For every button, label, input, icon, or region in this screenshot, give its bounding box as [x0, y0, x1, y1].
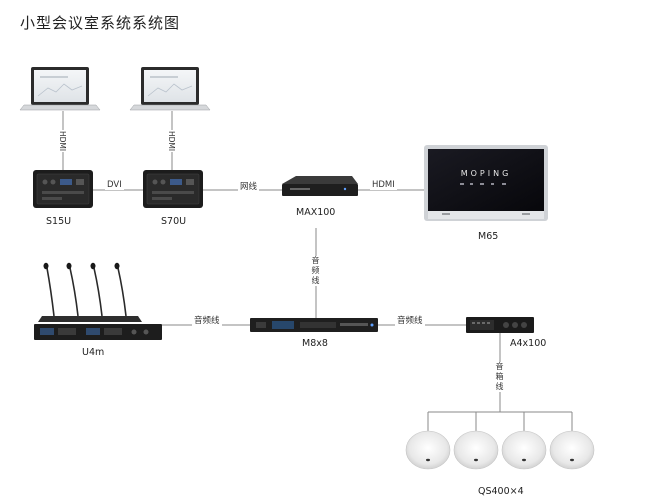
- s70u-device: [143, 170, 203, 208]
- label-speaker-vertical: 音 箱 线: [494, 362, 505, 392]
- label-speaker-vertical-char: 箱: [495, 372, 504, 381]
- label-m8x8: M8x8: [302, 338, 328, 349]
- speaker-1: [405, 430, 451, 470]
- label-audio-vertical-char: 线: [311, 276, 320, 285]
- label-hdmi-left: HDMI: [58, 130, 67, 153]
- label-u4m: U4m: [82, 347, 105, 358]
- label-max100: MAX100: [296, 207, 336, 218]
- label-audio-vertical-char: 频: [311, 266, 320, 275]
- speaker-4: [549, 430, 595, 470]
- label-audio-vertical: 音 频 线: [310, 256, 321, 286]
- s15u-device: [33, 170, 93, 208]
- label-network: 网线: [238, 180, 260, 192]
- label-s15u: S15U: [46, 216, 72, 227]
- label-hdmi-right: HDMI: [370, 180, 397, 190]
- u4m-receiver: [34, 324, 162, 340]
- label-hdmi-mid: HDMI: [167, 130, 176, 153]
- label-m65: M65: [478, 231, 499, 242]
- label-audio-left: 音频线: [192, 314, 222, 326]
- speaker-2: [453, 430, 499, 470]
- label-speaker-vertical-char: 线: [495, 382, 504, 391]
- max100-device: [282, 176, 358, 196]
- label-audio-right: 音频线: [395, 314, 425, 326]
- microphone-heads: [43, 262, 120, 270]
- label-qs400: QS400×4: [478, 486, 524, 497]
- a4x100-amplifier: [466, 317, 534, 333]
- label-s70u: S70U: [161, 216, 187, 227]
- ceiling-speakers: [405, 430, 595, 470]
- label-a4x100: A4x100: [510, 338, 547, 349]
- label-dvi: DVI: [105, 180, 124, 190]
- m8x8-processor: [250, 318, 378, 332]
- m65-display: MOPING: [424, 145, 548, 221]
- screen-brand: MOPING: [461, 169, 512, 178]
- label-speaker-vertical-char: 音: [495, 362, 504, 371]
- diagram-title: 小型会议室系统系统图: [20, 14, 181, 32]
- microphone-set: [46, 267, 127, 317]
- label-audio-vertical-char: 音: [311, 256, 320, 265]
- microphone-bases: [38, 316, 142, 322]
- laptop-left: [19, 67, 101, 111]
- laptop-middle: [129, 67, 211, 111]
- speaker-3: [501, 430, 547, 470]
